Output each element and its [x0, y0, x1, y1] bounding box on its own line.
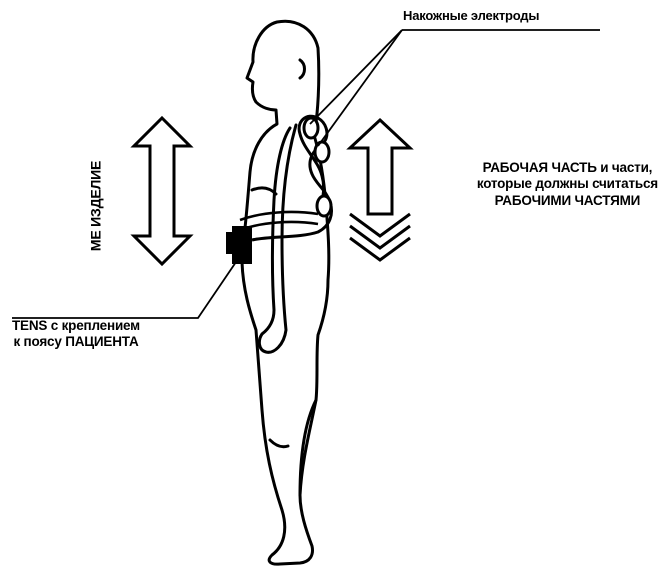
applied-part-line-2: которые должны считаться: [477, 176, 658, 192]
applied-part-label: РАБОЧАЯ ЧАСТЬ и части, которые должны сч…: [477, 160, 658, 209]
tens-line-1: TENS с креплением: [12, 318, 140, 334]
electrode-lower: [317, 196, 331, 216]
applied-part-arrow: [350, 120, 410, 260]
knee-line: [270, 440, 288, 447]
applied-part-line-3: РАБОЧИМИ ЧАСТЯМИ: [477, 193, 658, 209]
chest-line: [252, 188, 276, 194]
tens-clip: [226, 232, 234, 254]
me-equipment-label: МЕ ИЗДЕЛИЕ: [87, 161, 104, 251]
ear-line: [300, 60, 305, 78]
electrode-upper: [304, 118, 318, 138]
me-equipment-arrow: [134, 118, 190, 264]
human-figure-outline: [242, 21, 329, 564]
tens-label: TENS с креплением к поясу ПАЦИЕНТА: [12, 318, 140, 351]
electrodes-label: Накожные электроды: [403, 8, 539, 24]
tens-device: [232, 226, 252, 264]
electrode-middle: [315, 142, 329, 162]
tens-line-2: к поясу ПАЦИЕНТА: [12, 334, 140, 350]
applied-part-line-1: РАБОЧАЯ ЧАСТЬ и части,: [477, 160, 658, 176]
